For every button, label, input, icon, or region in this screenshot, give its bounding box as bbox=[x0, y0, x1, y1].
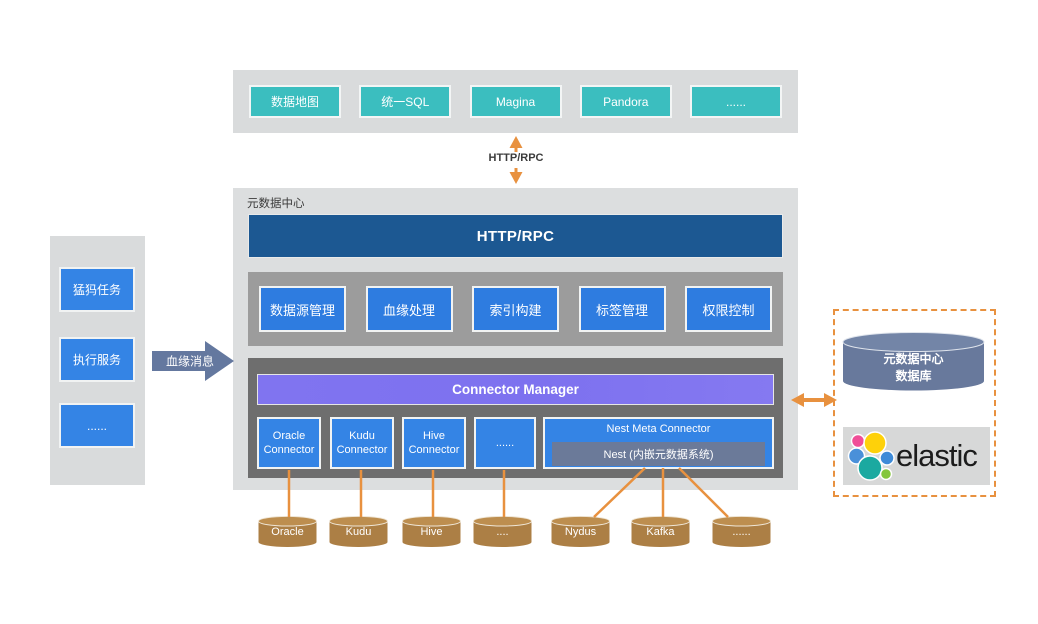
datasource-label: Nydus bbox=[564, 526, 597, 538]
app-box-more: ...... bbox=[690, 85, 782, 118]
producers-panel: 猛犸任务 执行服务 ...... bbox=[50, 236, 145, 485]
storage-dashed-box: 元数据中心 数据库 elastic bbox=[833, 309, 996, 497]
app-box-magina: Magina bbox=[469, 85, 562, 118]
app-box-unified-sql: 统一SQL bbox=[359, 85, 452, 118]
metadata-center-title: 元数据中心 bbox=[247, 198, 305, 210]
datasource-kafka: Kafka bbox=[631, 515, 690, 548]
metadata-center-panel: 元数据中心 HTTP/RPC 数据源管理 血缘处理 索引构建 标签管理 权限控制… bbox=[233, 188, 798, 490]
datasource-label: ...... bbox=[732, 526, 751, 538]
datasource-label: Kafka bbox=[646, 526, 675, 538]
datasource-oracle: Oracle bbox=[258, 515, 317, 548]
module-permission-control: 权限控制 bbox=[685, 286, 772, 332]
module-tag-mgmt: 标签管理 bbox=[578, 286, 666, 332]
connector-hive: Hive Connector bbox=[402, 417, 466, 469]
datasource-label: Kudu bbox=[345, 526, 372, 538]
metadata-db-cylinder: 元数据中心 数据库 bbox=[842, 332, 985, 392]
app-box-pandora: Pandora bbox=[579, 85, 672, 118]
elastic-wordmark: elastic bbox=[896, 438, 978, 473]
connector-kudu: Kudu Connector bbox=[330, 417, 394, 469]
connector-manager-bar: Connector Manager bbox=[257, 374, 774, 405]
lineage-arrow-label: 血缘消息 bbox=[166, 354, 214, 369]
datasource-label: Hive bbox=[420, 526, 443, 538]
database-cylinder-icon bbox=[712, 515, 771, 547]
connector-area: Connector Manager Oracle Connector Kudu … bbox=[248, 358, 783, 478]
database-cylinder-icon bbox=[551, 515, 610, 547]
producer-more: ...... bbox=[59, 403, 135, 448]
connector-nest-meta: Nest Meta Connector Nest (内嵌元数据系统) bbox=[543, 417, 774, 469]
datasource-hive: Hive bbox=[402, 515, 461, 548]
connector-oracle: Oracle Connector bbox=[257, 417, 321, 469]
metadata-db-label: 元数据中心 数据库 bbox=[842, 351, 985, 385]
connector-more: ...... bbox=[474, 417, 536, 469]
module-datasource-mgmt: 数据源管理 bbox=[259, 286, 346, 332]
database-cylinder-icon bbox=[842, 332, 985, 391]
nest-meta-connector-title: Nest Meta Connector bbox=[606, 423, 711, 435]
datasource-label: Oracle bbox=[271, 526, 304, 538]
lineage-arrow: 血缘消息 bbox=[152, 341, 234, 381]
database-cylinder-icon bbox=[329, 515, 388, 547]
elastic-logo: elastic bbox=[843, 427, 990, 485]
datasource-more-right: ...... bbox=[712, 515, 771, 548]
datasource-kudu: Kudu bbox=[329, 515, 388, 548]
datasource-nydus: Nydus bbox=[551, 515, 610, 548]
module-index-building: 索引构建 bbox=[472, 286, 559, 332]
http-rpc-link-label: HTTP/RPC bbox=[488, 152, 544, 164]
producer-exec-service: 执行服务 bbox=[59, 337, 135, 382]
nest-embedded-system: Nest (内嵌元数据系统) bbox=[552, 442, 765, 466]
http-rpc-gateway-bar: HTTP/RPC bbox=[248, 214, 783, 258]
lineage-arrow-shape bbox=[152, 341, 234, 381]
modules-bar: 数据源管理 血缘处理 索引构建 标签管理 权限控制 bbox=[248, 272, 783, 346]
metadata-db-label-line1: 元数据中心 bbox=[883, 352, 944, 366]
database-cylinder-icon bbox=[473, 515, 532, 547]
database-cylinder-icon bbox=[258, 515, 317, 547]
database-cylinder-icon bbox=[402, 515, 461, 547]
module-lineage-processing: 血缘处理 bbox=[365, 286, 453, 332]
database-cylinder-icon bbox=[631, 515, 690, 547]
datasource-label: .... bbox=[496, 526, 509, 538]
metadata-db-label-line2: 数据库 bbox=[895, 369, 932, 383]
datasource-more-left: .... bbox=[473, 515, 532, 548]
app-box-data-map: 数据地图 bbox=[249, 85, 341, 118]
app-layer-panel: 数据地图 统一SQL Magina Pandora ...... bbox=[233, 70, 798, 133]
producer-mammoth-task: 猛犸任务 bbox=[59, 267, 135, 312]
elastic-logo-icon bbox=[847, 431, 895, 481]
